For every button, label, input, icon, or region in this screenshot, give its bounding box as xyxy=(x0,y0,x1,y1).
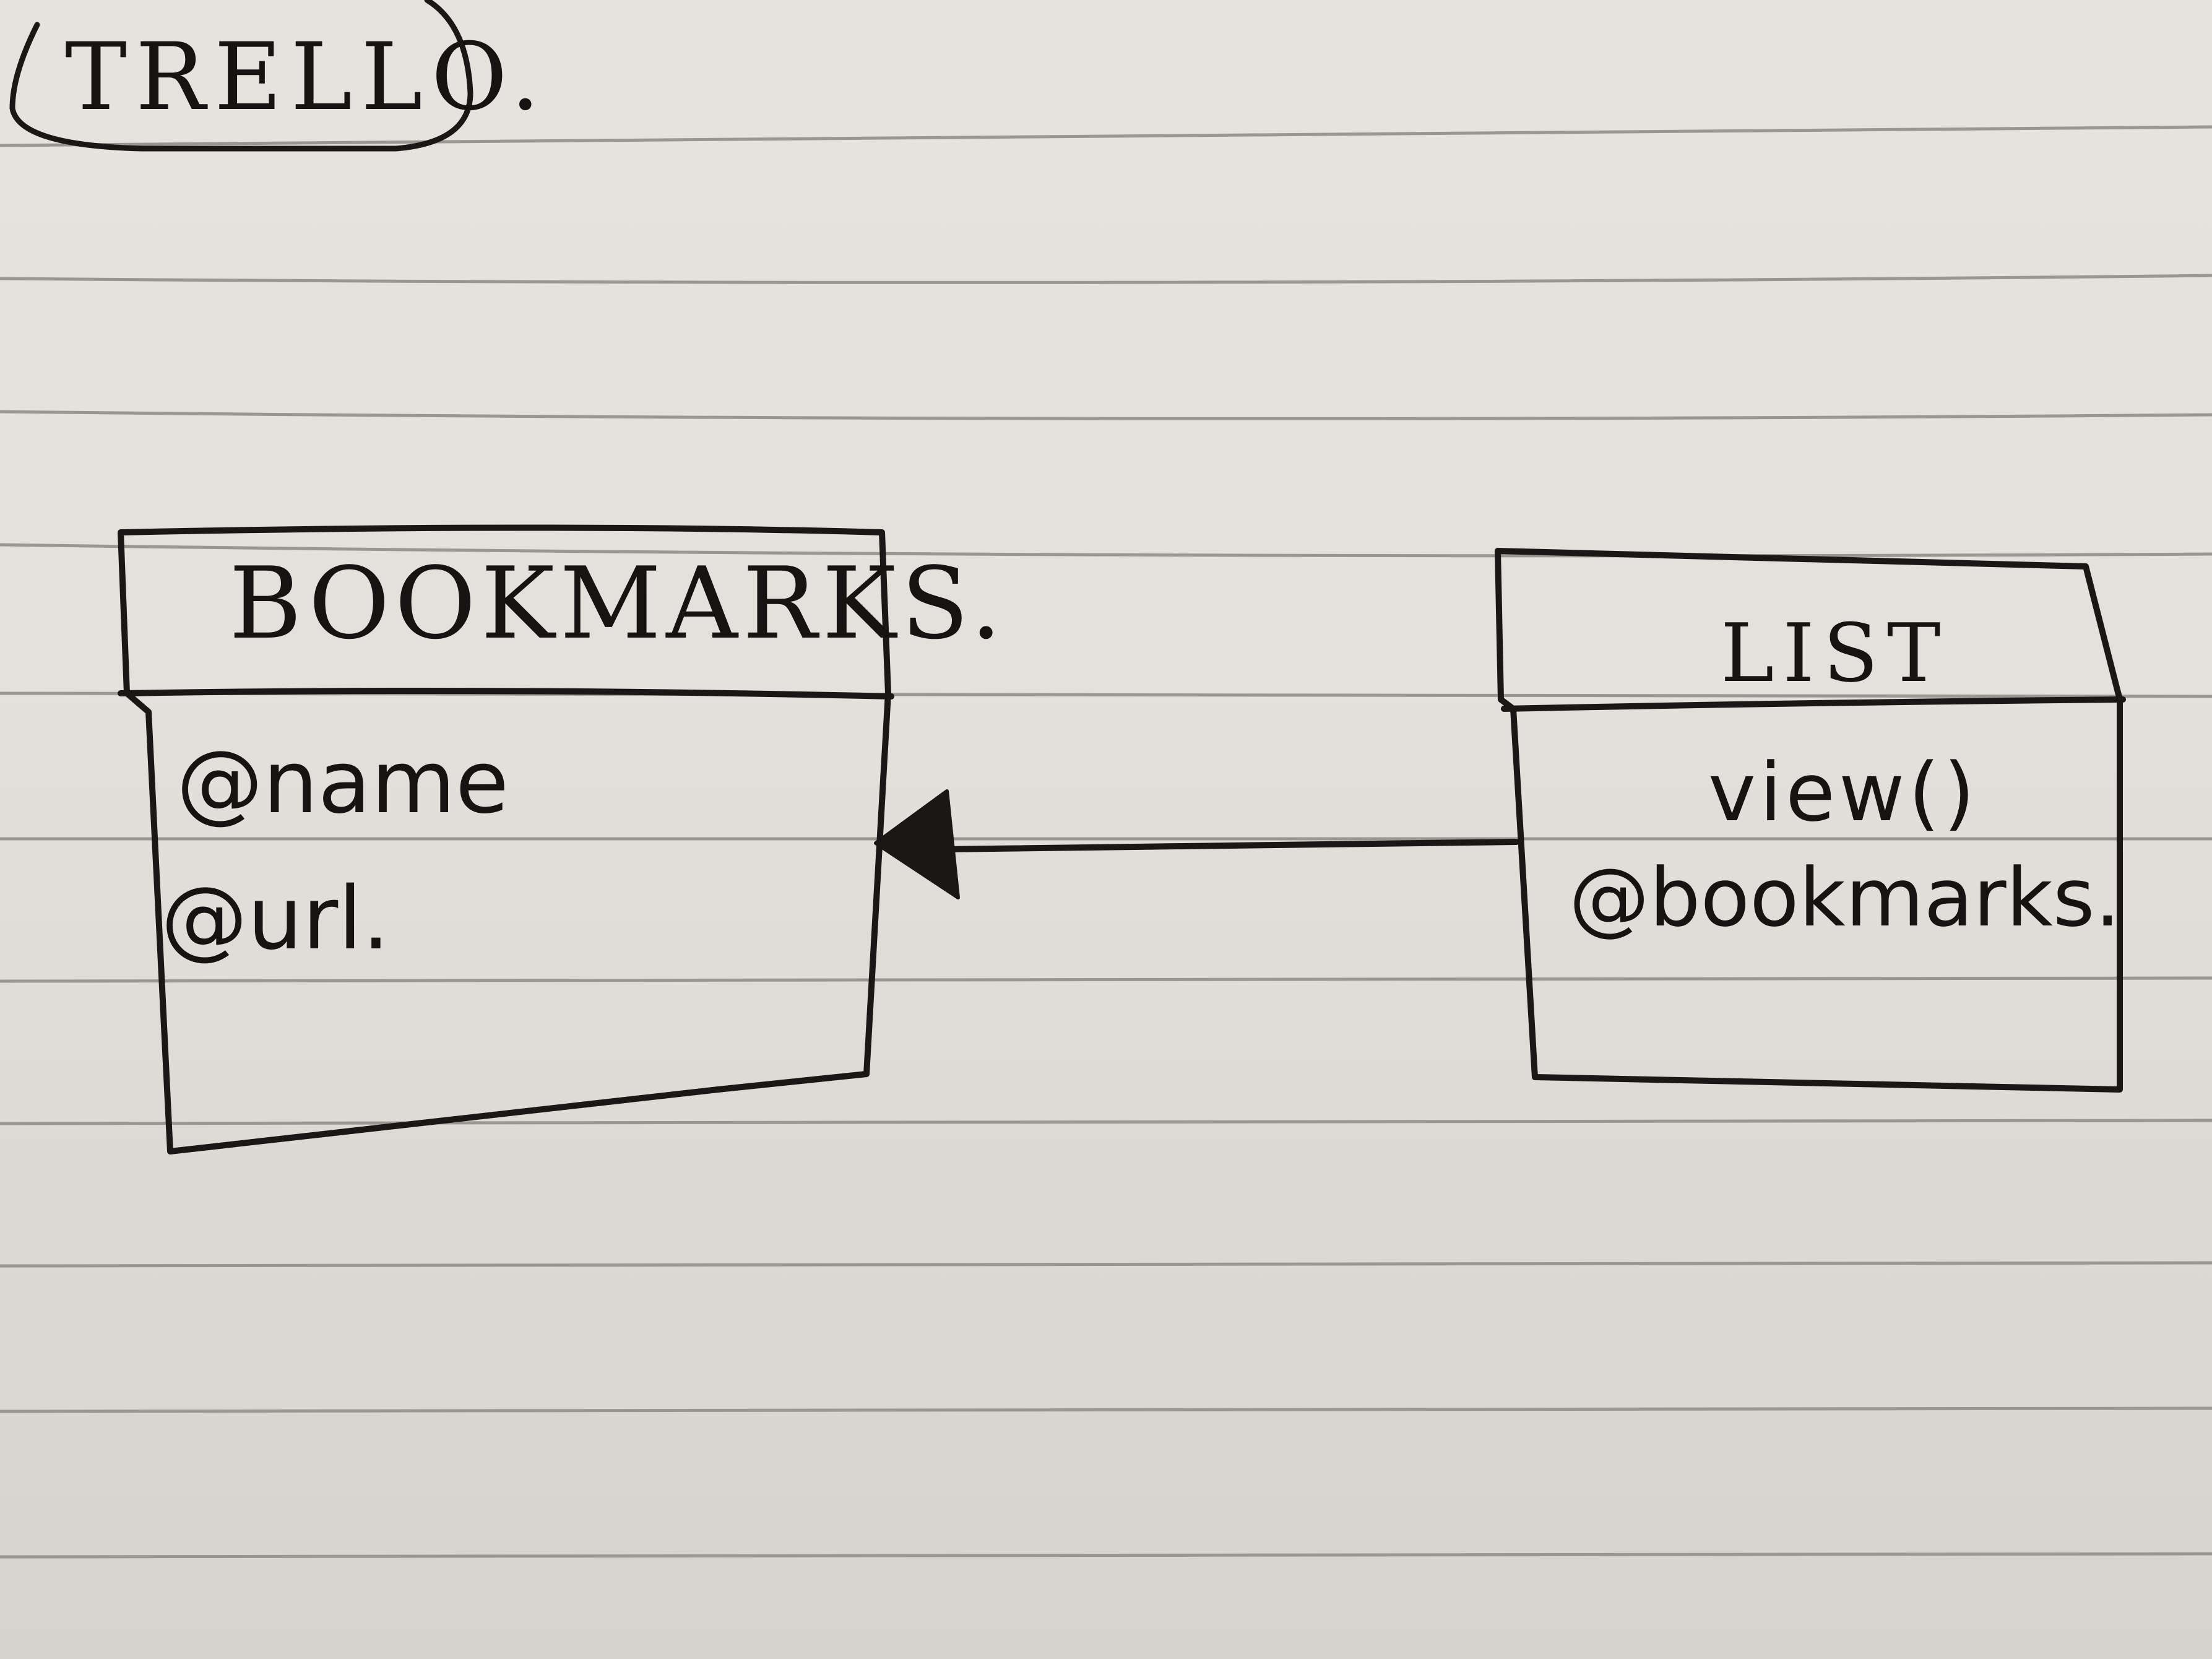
class-name-list: LIST xyxy=(1721,606,1950,700)
attribute-name: @name xyxy=(176,732,509,833)
ruled-line xyxy=(0,837,2212,842)
arrowhead-filled-triangle xyxy=(874,789,960,899)
ruled-line xyxy=(0,274,2212,284)
ruled-line xyxy=(0,125,2212,147)
ruled-line xyxy=(0,1406,2212,1414)
class-box-bookmarks xyxy=(118,524,894,1154)
method-view: view() xyxy=(1708,745,1979,839)
ruled-line xyxy=(0,1552,2212,1560)
attribute-bookmarks: @bookmarks. xyxy=(1569,851,2120,945)
arrow-line xyxy=(941,839,1519,852)
ruled-line xyxy=(0,1119,2212,1127)
class-box-outline xyxy=(118,524,891,1154)
title-oval xyxy=(9,0,473,152)
class-divider xyxy=(118,688,894,700)
class-name-bookmarks: BOOKMARKS. xyxy=(229,545,1007,661)
ruled-line xyxy=(0,410,2212,420)
ruled-line xyxy=(0,1261,2212,1269)
class-divider xyxy=(1501,696,2126,712)
class-box-outline xyxy=(1495,548,2123,1093)
diagram-title: TRELLO. xyxy=(65,24,549,131)
ruled-line xyxy=(0,543,2212,558)
class-box-list xyxy=(1495,548,2126,1093)
ruled-lines xyxy=(0,125,2212,1560)
attribute-url: @url. xyxy=(161,868,390,969)
ruled-line xyxy=(0,976,2212,984)
association-arrow xyxy=(874,789,1519,899)
